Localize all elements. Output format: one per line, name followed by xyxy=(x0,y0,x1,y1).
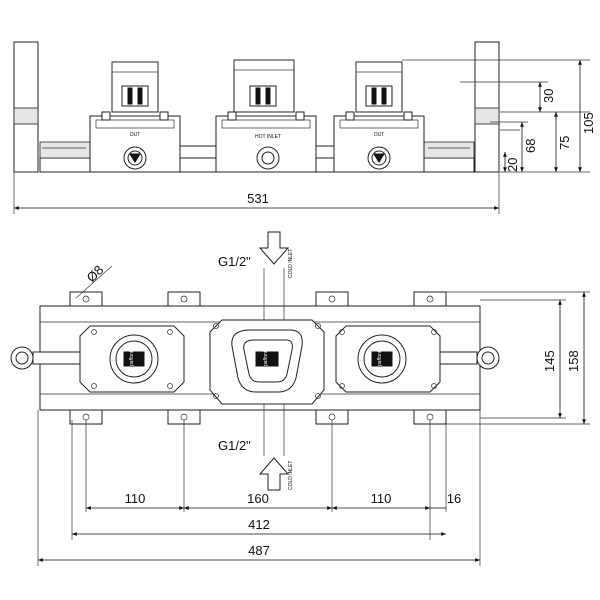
brand-right: paffoni xyxy=(377,351,383,366)
dim-68: 68 xyxy=(523,139,538,153)
left-side-post xyxy=(13,41,39,173)
diameter-label: Ø8 xyxy=(84,262,107,285)
dim-30: 30 xyxy=(541,89,556,103)
side-valve-right: OUT xyxy=(333,61,425,173)
out-left-label: OUT xyxy=(130,132,141,138)
right-side-post xyxy=(474,41,500,173)
dim-75: 75 xyxy=(557,136,572,150)
thread-bottom: G1/2" xyxy=(218,438,251,453)
top-view: paffoni paffoni paffoni xyxy=(10,231,590,566)
dim-20: 20 xyxy=(505,158,520,172)
side-view: OUT HOT INLET OUT xyxy=(13,41,596,214)
dim-16: 16 xyxy=(447,491,461,506)
dim-110-left: 110 xyxy=(125,491,146,506)
top-valve-center: paffoni xyxy=(209,319,325,405)
dim-105: 105 xyxy=(581,112,596,134)
dim-110-right: 110 xyxy=(371,491,392,506)
side-valve-center: HOT INLET xyxy=(215,59,317,173)
side-valve-left: OUT xyxy=(89,61,181,173)
top-valve-left: paffoni xyxy=(79,325,185,393)
dim-487: 487 xyxy=(248,543,270,558)
arrow-label-top: COLD INLET xyxy=(288,249,294,278)
dim-158: 158 xyxy=(566,350,581,372)
cold-inlet-arrow-bottom: COLD INLET xyxy=(258,457,294,491)
thread-top: G1/2" xyxy=(218,254,251,269)
cold-inlet-arrow-top: COLD INLET xyxy=(258,231,294,278)
top-valve-right: paffoni xyxy=(335,325,441,393)
arrow-label-bottom: COLD INLET xyxy=(288,461,294,490)
brand-center: paffoni xyxy=(263,351,269,366)
out-right-label: OUT xyxy=(374,132,385,138)
hot-inlet-label: HOT INLET xyxy=(255,134,281,140)
dim-145: 145 xyxy=(542,350,557,372)
dim-412: 412 xyxy=(248,517,270,532)
dim-160: 160 xyxy=(247,491,269,506)
brand-left: paffoni xyxy=(129,351,135,366)
dim-531: 531 xyxy=(247,191,269,206)
